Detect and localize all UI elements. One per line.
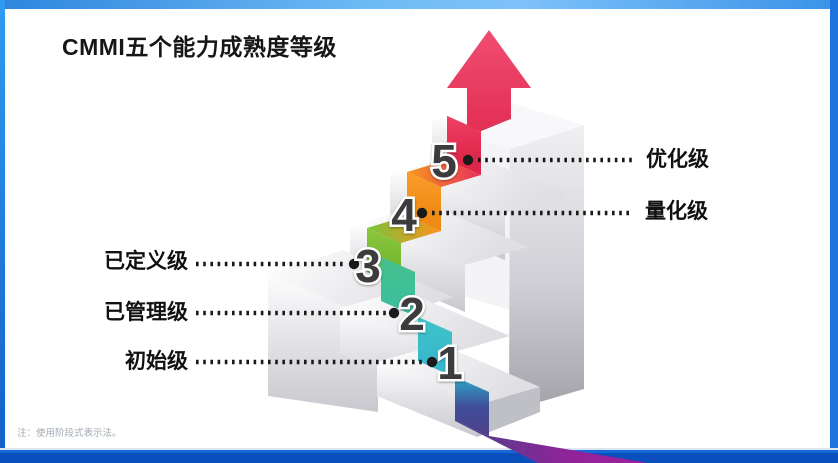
footnote-text: 注：使用阶段式表示法。 bbox=[17, 428, 122, 439]
step-number-4: 4 bbox=[391, 189, 417, 241]
leader-dots bbox=[348, 154, 474, 368]
leader-dot-level1 bbox=[426, 356, 438, 368]
ribbon-riser-2 bbox=[381, 257, 415, 316]
step-number-2: 2 bbox=[399, 288, 425, 340]
step-number-5: 5 bbox=[431, 135, 457, 187]
left-block-front-face bbox=[268, 274, 378, 412]
label-level5-optimizing: 优化级 bbox=[646, 148, 709, 171]
step5-left-cheek bbox=[432, 116, 447, 167]
frame-left-bar bbox=[0, 0, 5, 463]
leader-dot-level3 bbox=[348, 258, 360, 270]
frame-top-bar bbox=[0, 0, 838, 9]
label-level3-defined: 已定义级 bbox=[104, 250, 188, 273]
label-level1-initial: 初始级 bbox=[125, 350, 188, 373]
leader-dot-level5 bbox=[462, 154, 474, 166]
step1-top-face bbox=[377, 344, 540, 405]
ribbon-tread-5 bbox=[407, 160, 481, 187]
step4-left-cheek bbox=[390, 170, 405, 222]
leader-lines bbox=[196, 157, 632, 365]
step-number-1: 1 bbox=[437, 337, 463, 389]
slide-title: CMMI五个能力成熟度等级 bbox=[62, 34, 337, 60]
label-level4-quantified: 量化级 bbox=[645, 200, 708, 223]
frame-bottom-bar-highlight bbox=[0, 450, 838, 453]
step1-front-face bbox=[377, 362, 477, 437]
up-arrow-icon bbox=[447, 30, 531, 134]
ribbon-riser-1 bbox=[418, 317, 452, 376]
ribbon-riser-0 bbox=[455, 377, 489, 436]
step1-right-face bbox=[477, 387, 540, 437]
wall-front-face bbox=[509, 125, 584, 411]
ribbon-bottom-tail bbox=[455, 421, 648, 463]
frame-right-bar bbox=[830, 0, 838, 463]
leader-dot-level4 bbox=[416, 207, 428, 219]
label-level2-managed: 已管理级 bbox=[104, 301, 188, 324]
frame-bottom-line bbox=[0, 448, 838, 450]
ribbon-tread-4 bbox=[367, 216, 441, 243]
leader-dot-level2 bbox=[388, 307, 400, 319]
step-numbers: 5 4 3 2 1 bbox=[353, 133, 466, 392]
ribbon-riser-4 bbox=[407, 172, 441, 231]
step-number-3: 3 bbox=[355, 240, 381, 292]
